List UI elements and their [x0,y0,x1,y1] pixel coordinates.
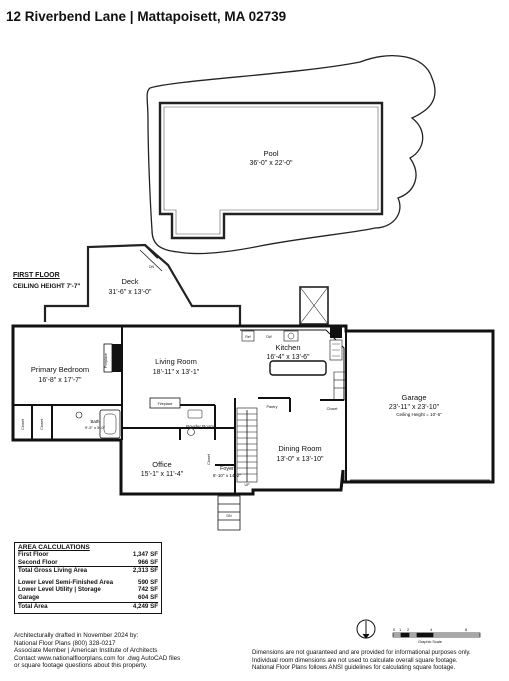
closet-label-2: Closet [40,418,44,430]
toilet [75,411,83,419]
fireplace [110,344,122,372]
disclaimer-line: Individual room dimensions are not used … [252,656,458,664]
pool-dims: 36'-0" x 22'-0" [249,160,293,167]
garage-stairs [333,371,347,401]
kitchen-dims: 16'-4" x 13'-6" [266,354,310,361]
primary-bedroom-name: Primary Bedroom [31,365,89,374]
entry-dn-label: DN [226,514,232,518]
drafting-credit: Architecturally drafted in November 2024… [14,632,244,670]
graphic-scale [392,632,481,638]
bathtub [99,409,121,439]
foyer-name: Foyer [220,466,234,472]
scale-tick-2: 2 [407,627,410,632]
deck [43,243,242,326]
fireplace-label: Fireplace [104,353,108,368]
dw-label: DW [266,335,272,339]
disclaimer: Dimensions are not guaranteed and are pr… [252,649,504,672]
area-calc-heading: AREA CALCULATIONS [18,544,90,551]
disclaimer-line: National Floor Plans follows ANSI guidel… [252,664,456,672]
garage-dims: 23'-11" x 23'-10" [389,404,440,411]
scale-tick-1: 1 [399,627,402,632]
closet-label-3: Closet [207,453,211,465]
ref-label: Ref [245,335,250,339]
dining-room-dims: 13'-0" x 13'-10" [277,456,324,463]
interior-walls [13,326,347,494]
entry-steps [217,495,241,531]
scale-tick-0: 0 [393,627,396,632]
garage-fireplace [330,326,342,338]
powder-room-name: Powder Room [186,424,214,429]
closet-label-4: Closet [327,407,339,411]
footer-line: Associate Member | American Institute of… [14,647,158,655]
deck-stair-dn: DN [149,265,155,269]
stair-up-label: UP [245,483,251,487]
ceiling-height: CEILING HEIGHT 7'-7" [13,283,81,290]
scale-caption: Graphic Scale [418,640,442,644]
footer-line: Contact www.nationalfloorplans.com for .… [14,654,181,662]
dining-room-name: Dining Room [278,444,321,453]
kitchen-name: Kitchen [275,343,300,352]
office-name: Office [152,460,171,469]
footer-line: or square footage questions about this p… [14,662,148,670]
garage-ceiling: Ceiling Height = 10'-6" [396,412,442,417]
fireplace-label-2: Fireplace [158,402,173,406]
living-room-name: Living Room [155,357,197,366]
bath-name: Bath [90,419,100,424]
foyer-dims: 6'-10" x 14'-2" [213,473,242,478]
office-dims: 15'-1" x 11'-4" [141,471,184,478]
garage-name: Garage [401,393,426,402]
floor-label: FIRST FLOOR [13,272,60,279]
pool-name: Pool [263,149,278,158]
footer-line: Architecturally drafted in November 2024… [14,632,139,639]
primary-bedroom-dims: 16'-8" x 17'-7" [38,377,82,384]
footer-line: National Floor Plans (800) 328-0217 [14,639,116,647]
living-room-dims: 18'-11" x 13'-1" [153,369,200,376]
pantry-label: Pantry [267,405,278,409]
disclaimer-line: Dimensions are not guaranteed and are pr… [252,649,471,656]
scale-tick-4: 4 [430,627,433,632]
page-title: 12 Riverbend Lane | Mattapoisett, MA 027… [6,9,287,24]
main-staircase [236,407,258,483]
house-walls [11,324,495,496]
deck-dims: 31'-6" x 13'-0" [108,289,152,296]
north-arrow [356,619,376,639]
pool-outline [158,101,384,240]
kitchen-island [269,360,327,376]
deck-name: Deck [121,277,138,286]
bath-dims: 9'-5" x 5'-0" [85,425,106,430]
pool-surround [146,55,436,255]
closet-label-1: Closet [21,418,25,430]
scale-tick-8: 8 [465,627,468,632]
